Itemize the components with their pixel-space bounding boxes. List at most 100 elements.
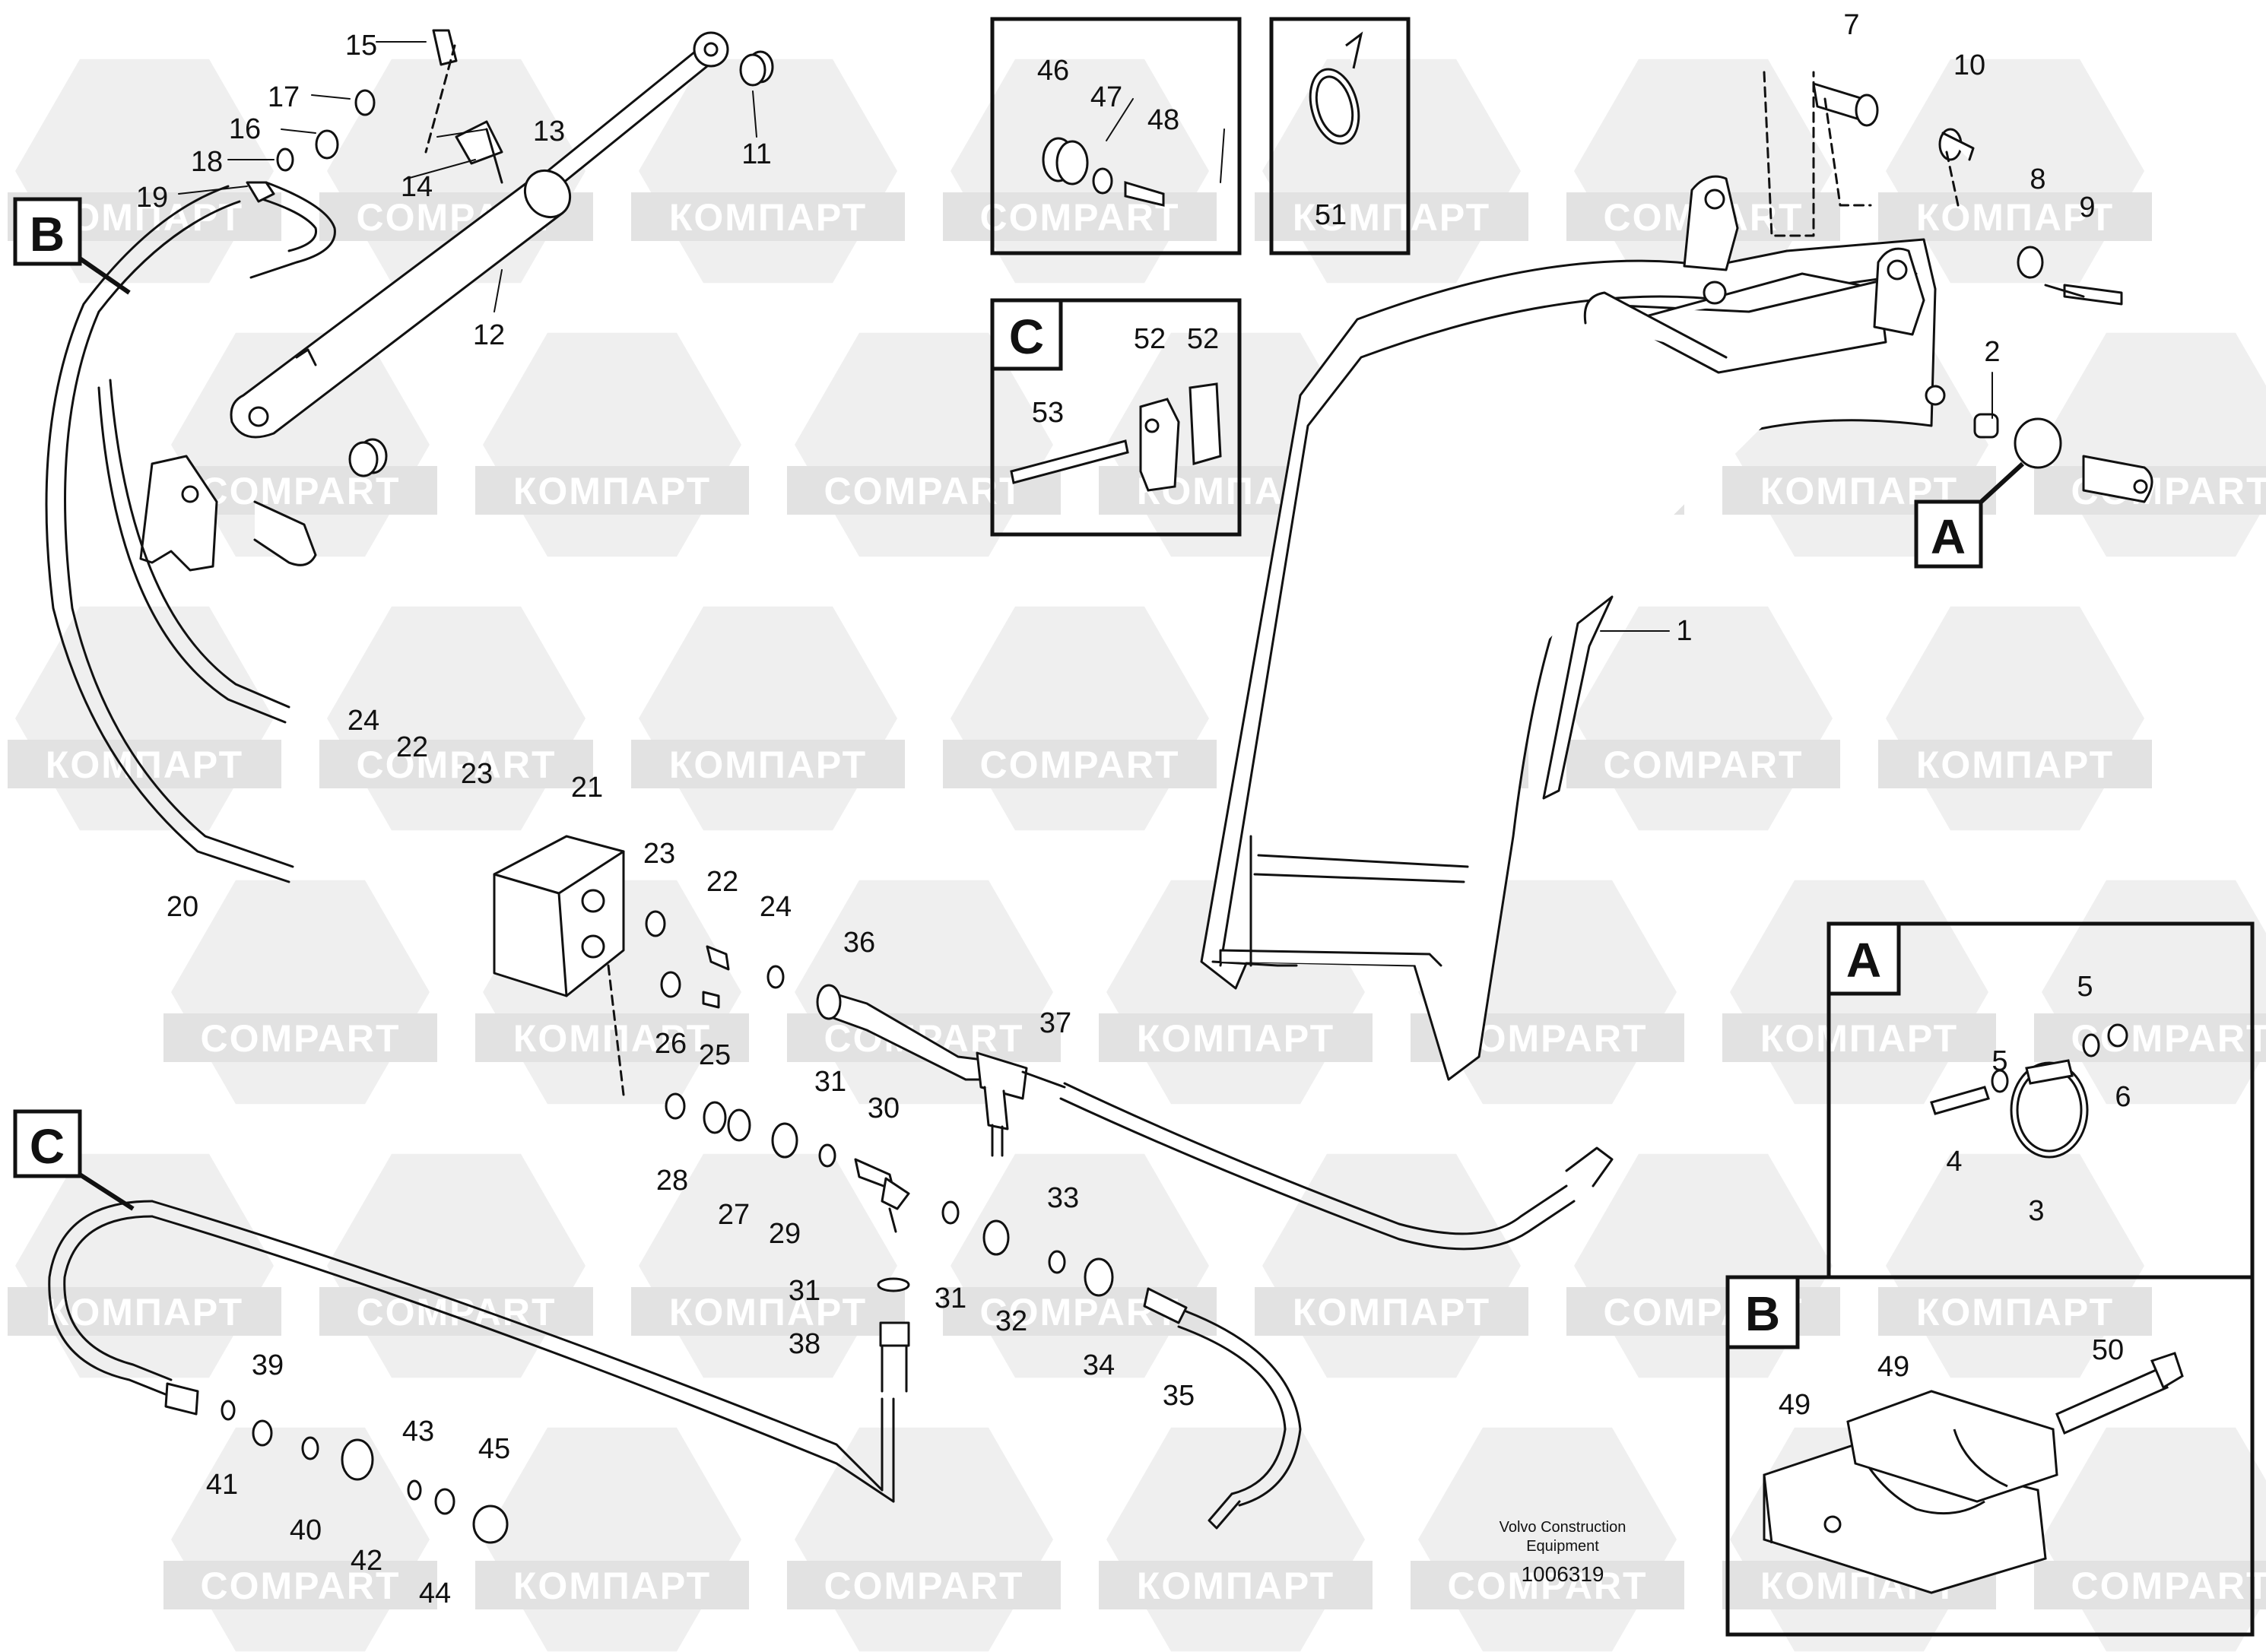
hose-b-inner [97, 379, 290, 724]
watermark-tile: КОМПАРТ [1099, 1427, 1373, 1652]
detail-box-46-48 [990, 17, 1242, 255]
watermark-word: КОМПАРТ [1916, 196, 2114, 239]
callout-24a: 24 [348, 705, 379, 737]
callout-4: 4 [1946, 1146, 1962, 1178]
watermark-word: COMPART [200, 1017, 400, 1060]
callout-42: 42 [351, 1545, 382, 1577]
watermark-word: КОМПАРТ [669, 1291, 867, 1333]
callout-37: 37 [1039, 1007, 1071, 1039]
callout-13: 13 [533, 116, 565, 147]
callout-12: 12 [473, 319, 505, 351]
maker-line-1: Volvo Construction [1500, 1519, 1627, 1536]
watermark-word: КОМПАРТ [46, 1291, 243, 1333]
valve-block [493, 835, 625, 997]
watermark-word: COMPART [200, 470, 400, 512]
ref-label-c: C [30, 1119, 65, 1174]
watermark-tile: COMPART [787, 1427, 1061, 1652]
callout-25: 25 [699, 1039, 731, 1071]
detail-label-b-box: B [1745, 1286, 1780, 1341]
callout-23a: 23 [461, 758, 493, 790]
tee-fitting [976, 1051, 1066, 1157]
fitting-row-lower [665, 1092, 1188, 1324]
watermark-word: КОМПАРТ [1137, 1017, 1335, 1060]
callout-51: 51 [1315, 199, 1347, 231]
watermark-word: КОМПАРТ [513, 1017, 711, 1060]
callout-27: 27 [718, 1199, 750, 1231]
watermark-word: КОМПАРТ [1916, 1291, 2114, 1333]
mounting-bracket [139, 455, 317, 572]
watermark-word: КОМПАРТ [1293, 196, 1490, 239]
callout-16: 16 [229, 113, 261, 145]
callout-22b: 22 [706, 866, 738, 898]
detail-box-b: B [1725, 1275, 2255, 1637]
callout-41: 41 [206, 1469, 238, 1501]
callout-5b: 5 [2077, 971, 2093, 1003]
watermark-layer: КОМПАРТ COMPART КОМПАРТ COMPART КОМПАРТ COMPA… [8, 59, 2266, 1652]
watermark-tile: КОМПАРТ [631, 1153, 905, 1378]
callout-52b: 52 [1187, 323, 1219, 355]
callout-28: 28 [656, 1165, 688, 1197]
callout-numbers: 1 2 3 4 5 5 6 7 8 9 10 11 12 13 14 15 16… [136, 9, 2131, 1609]
watermark-word: COMPART [979, 744, 1179, 786]
maker-line-2: Equipment [1526, 1538, 1599, 1555]
watermark-tile: COMPART [943, 606, 1217, 831]
callout-30: 30 [868, 1092, 900, 1124]
callout-7: 7 [1843, 9, 1859, 41]
watermark-tile: COMPART [1566, 606, 1840, 831]
hydraulic-cylinder [230, 31, 729, 439]
seal-11 [739, 50, 774, 87]
watermark-tile: КОМПАРТ [8, 1153, 281, 1378]
fitting-row-upper [645, 910, 990, 1081]
drawing-number: 1006319 [1521, 1562, 1604, 1586]
watermark-word: КОМПАРТ [669, 196, 867, 239]
watermark-word: COMPART [824, 470, 1024, 512]
watermark-tile: КОМПАРТ [1878, 59, 2152, 284]
callout-31a: 31 [814, 1066, 846, 1098]
callout-1: 1 [1676, 615, 1692, 647]
dashed-guide-lines [424, 44, 1960, 1096]
watermark-tile: COMPART [163, 1427, 437, 1652]
callout-48: 48 [1147, 104, 1179, 136]
hose-c [48, 1200, 895, 1503]
callout-44: 44 [419, 1577, 451, 1609]
callout-47: 47 [1090, 81, 1122, 113]
ref-label-a: A [1931, 509, 1966, 564]
watermark-tile: КОМПАРТ [1878, 606, 2152, 831]
callout-34: 34 [1083, 1349, 1115, 1381]
callout-23b: 23 [643, 838, 675, 870]
hose-35 [1177, 1310, 1302, 1530]
callout-50: 50 [2092, 1334, 2124, 1366]
watermark-tile: COMPART [787, 332, 1061, 557]
ref-letter-c: C [13, 1109, 135, 1211]
watermark-word: COMPART [200, 1565, 400, 1607]
callout-43: 43 [402, 1416, 434, 1447]
callout-39: 39 [252, 1349, 284, 1381]
watermark-word: КОМПАРТ [1137, 1565, 1335, 1607]
callout-22a: 22 [396, 731, 428, 763]
callout-45: 45 [478, 1433, 510, 1465]
detail-box-51 [1269, 17, 1411, 255]
detail-box-c: C [990, 298, 1242, 537]
leader-lines [178, 41, 1993, 632]
callout-11: 11 [741, 138, 771, 170]
callout-17: 17 [268, 81, 300, 113]
callout-46: 46 [1037, 55, 1069, 87]
watermark-word: COMPART [356, 744, 556, 786]
ref-letter-b: B [13, 197, 131, 295]
ref-label-b: B [30, 207, 65, 262]
hose-b-outer [45, 181, 336, 883]
watermark-word: КОМПАРТ [1916, 744, 2114, 786]
watermark-tile: COMPART [163, 880, 437, 1105]
watermark-word: КОМПАРТ [669, 744, 867, 786]
callout-32: 32 [995, 1305, 1027, 1337]
callout-14: 14 [401, 171, 433, 203]
callout-53: 53 [1032, 397, 1064, 429]
callout-15: 15 [345, 30, 377, 62]
detail-box-a: A [1826, 921, 2255, 1279]
watermark-tile: КОМПАРТ [631, 59, 905, 284]
watermark-word: COMPART [356, 1291, 556, 1333]
callout-5a: 5 [1991, 1045, 2007, 1077]
callout-36: 36 [843, 927, 875, 959]
plug-25-26 [660, 971, 720, 1009]
callout-21: 21 [571, 772, 603, 804]
